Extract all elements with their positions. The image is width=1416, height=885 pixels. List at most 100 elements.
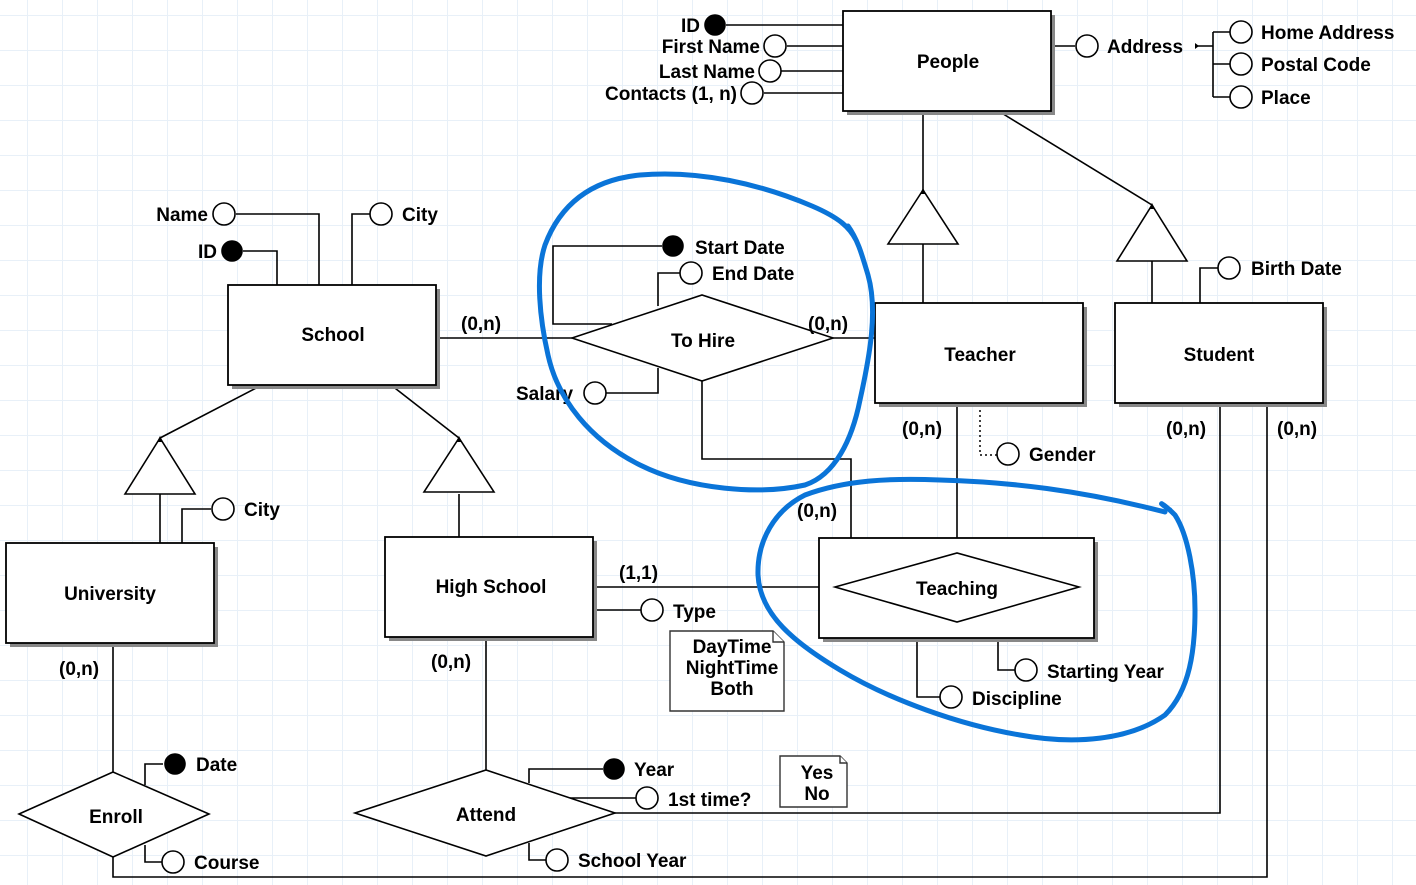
svg-text:Year: Year xyxy=(634,760,675,781)
attribute-people-id[interactable]: ID xyxy=(681,14,726,37)
entity-university[interactable]: University xyxy=(5,542,218,647)
attribute-attend-first-time[interactable]: 1st time? xyxy=(635,786,751,811)
attribute-teaching-starting-year[interactable]: Starting Year xyxy=(1014,658,1164,683)
attribute-icon xyxy=(1014,658,1038,682)
attribute-icon xyxy=(1075,34,1099,58)
entity-student[interactable]: Student xyxy=(1114,302,1327,407)
attribute-people-first-name[interactable]: First Name xyxy=(662,34,787,58)
attribute-people-last-name[interactable]: Last Name xyxy=(659,59,782,83)
attribute-student-birth-date[interactable]: Birth Date xyxy=(1217,256,1342,280)
attribute-to-hire-start-date[interactable]: Start Date xyxy=(662,235,785,259)
highlight-circle-teaching xyxy=(755,476,1198,743)
attribute-icon xyxy=(369,202,393,226)
entity-people-label: People xyxy=(917,52,979,73)
attribute-icon xyxy=(1229,20,1253,44)
svg-text:Date: Date xyxy=(196,755,237,776)
specialization-student-icon xyxy=(1115,203,1189,262)
entity-teacher-label: Teacher xyxy=(944,345,1016,366)
svg-text:ID: ID xyxy=(681,16,700,37)
relationship-attend[interactable]: Attend xyxy=(352,769,618,857)
svg-text:Place: Place xyxy=(1261,88,1311,109)
cardinality-teacher-teaching: (0,n) xyxy=(902,419,942,440)
cardinality-student-enroll: (0,n) xyxy=(1277,419,1317,440)
attribute-university-city[interactable]: City xyxy=(211,497,280,521)
svg-text:ID: ID xyxy=(198,242,217,263)
composite-marker-icon xyxy=(1195,43,1199,49)
attribute-enroll-course[interactable]: Course xyxy=(161,850,259,874)
specialization-teacher-icon xyxy=(886,188,960,245)
attribute-people-place[interactable]: Place xyxy=(1229,85,1311,109)
svg-text:School Year: School Year xyxy=(578,851,687,872)
attribute-school-city[interactable]: City xyxy=(369,202,438,226)
relationship-to-hire[interactable]: To Hire xyxy=(569,294,836,382)
entity-school[interactable]: School xyxy=(227,284,440,389)
entity-high-school[interactable]: High School xyxy=(384,536,597,641)
relationship-teaching-label: Teaching xyxy=(916,579,998,600)
attribute-icon xyxy=(763,34,787,58)
entity-people[interactable]: People xyxy=(842,10,1055,115)
note-line: NightTime xyxy=(686,658,779,679)
relationship-enroll[interactable]: Enroll xyxy=(17,771,211,858)
svg-text:Address: Address xyxy=(1107,37,1183,58)
attribute-attend-school-year[interactable]: School Year xyxy=(545,848,687,872)
attribute-icon xyxy=(212,202,236,226)
entity-teacher[interactable]: Teacher xyxy=(874,302,1087,407)
svg-text:Starting Year: Starting Year xyxy=(1047,662,1164,683)
svg-text:City: City xyxy=(244,500,280,521)
specialization-high-school-icon xyxy=(422,436,496,493)
attribute-icon xyxy=(996,442,1020,466)
attribute-icon xyxy=(211,497,235,521)
svg-text:Gender: Gender xyxy=(1029,445,1096,466)
cardinality-to-hire-teaching: (0,n) xyxy=(797,501,837,522)
entity-university-label: University xyxy=(64,584,156,605)
attribute-icon xyxy=(758,59,782,83)
cardinality-teacher-to-hire: (0,n) xyxy=(808,314,848,335)
attribute-icon xyxy=(1217,256,1241,280)
attribute-attend-year[interactable]: Year xyxy=(603,758,675,781)
cardinality-high-school-attend: (0,n) xyxy=(431,652,471,673)
svg-text:Name: Name xyxy=(156,205,208,226)
attribute-to-hire-end-date[interactable]: End Date xyxy=(679,261,794,285)
attribute-people-home-address[interactable]: Home Address xyxy=(1229,20,1394,44)
entity-school-label: School xyxy=(301,325,364,346)
svg-text:Contacts (1, n): Contacts (1, n) xyxy=(605,84,737,105)
highlight-circle-to-hire xyxy=(536,171,876,493)
attribute-teaching-discipline[interactable]: Discipline xyxy=(939,685,1062,710)
relationship-teaching[interactable]: Teaching xyxy=(832,552,1082,623)
key-attribute-icon xyxy=(662,235,684,257)
attribute-icon xyxy=(161,850,185,874)
key-attribute-icon xyxy=(164,753,186,775)
attribute-teacher-gender[interactable]: Gender xyxy=(996,442,1096,466)
attribute-people-address[interactable]: Address xyxy=(1075,34,1199,58)
svg-text:Start Date: Start Date xyxy=(695,238,785,259)
attribute-icon xyxy=(939,685,963,709)
attribute-people-contacts[interactable]: Contacts (1, n) xyxy=(605,81,764,105)
cardinality-student-attend: (0,n) xyxy=(1166,419,1206,440)
attribute-enroll-date[interactable]: Date xyxy=(164,753,237,776)
svg-text:Course: Course xyxy=(194,853,259,874)
svg-text:Discipline: Discipline xyxy=(972,689,1062,710)
specialization-university-icon xyxy=(123,436,197,495)
note-line: Both xyxy=(710,679,753,700)
note-line: DayTime xyxy=(693,637,772,658)
relationship-to-hire-label: To Hire xyxy=(671,331,735,352)
svg-text:Postal Code: Postal Code xyxy=(1261,55,1371,76)
note-first-time-values[interactable]: Yes No xyxy=(779,755,848,808)
attribute-people-postal-code[interactable]: Postal Code xyxy=(1229,52,1371,76)
svg-text:Home Address: Home Address xyxy=(1261,23,1394,44)
attribute-icon xyxy=(583,381,607,405)
attribute-icon xyxy=(1229,52,1253,76)
svg-text:City: City xyxy=(402,205,438,226)
key-attribute-icon xyxy=(221,240,243,262)
svg-text:First Name: First Name xyxy=(662,37,760,58)
attribute-icon xyxy=(740,81,764,105)
attribute-school-name[interactable]: Name xyxy=(156,202,236,226)
svg-text:Last Name: Last Name xyxy=(659,62,755,83)
key-attribute-icon xyxy=(603,758,625,780)
attribute-high-school-type[interactable]: Type xyxy=(640,598,716,623)
attribute-school-id[interactable]: ID xyxy=(198,240,243,263)
svg-text:Birth Date: Birth Date xyxy=(1251,259,1342,280)
svg-text:Type: Type xyxy=(673,602,716,623)
entity-student-label: Student xyxy=(1184,345,1255,366)
note-type-values[interactable]: DayTime NightTime Both xyxy=(669,630,785,712)
